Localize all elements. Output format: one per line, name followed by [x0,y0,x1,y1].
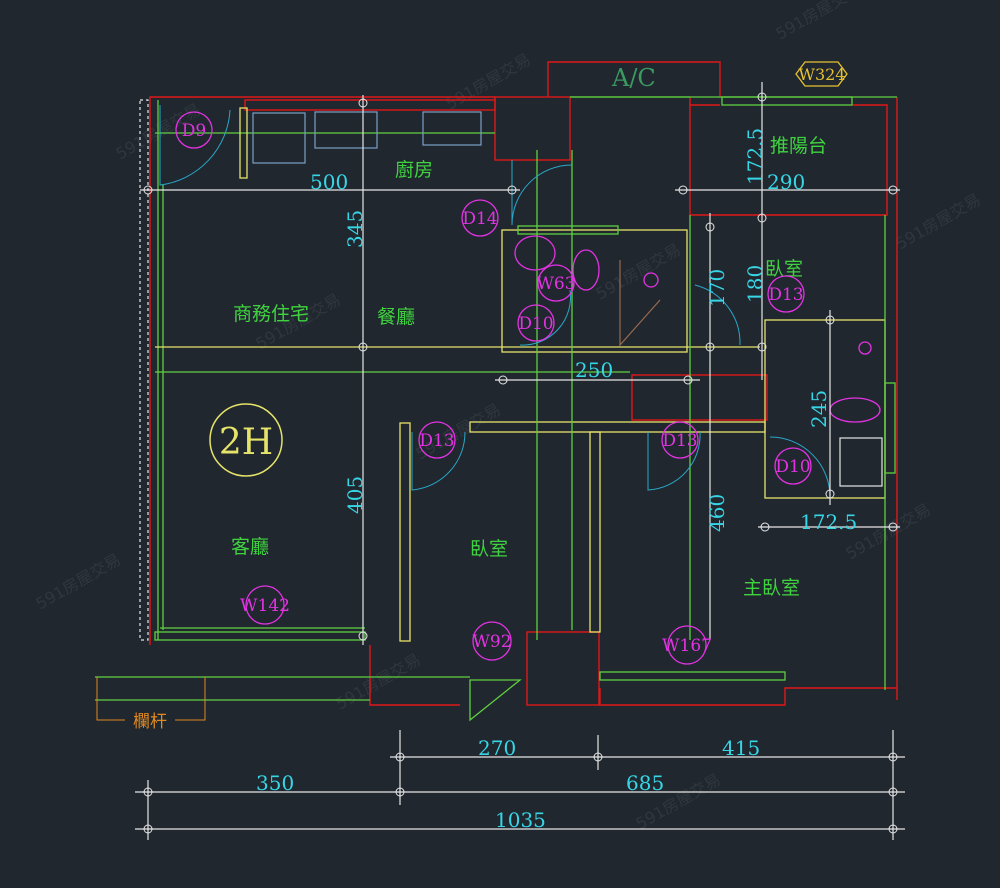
door-window-tags: W324 D9 D14 W63 D10 D13 D13 D13 D10 W142… [175,61,848,665]
dim-172-5: 172.5 [743,128,767,185]
washbasin-icon [514,235,556,271]
shower-icon [858,341,872,355]
tag-d9: D9 [182,121,206,141]
walls [95,61,898,721]
dim-172-5: 172.5 [800,510,857,534]
tag-w167: W167 [662,636,712,656]
tag-d10: D10 [518,314,553,334]
door-swing-icon [159,105,231,186]
tag-w63: W63 [536,274,575,294]
ac-label: A/C [611,64,656,92]
watermark: 591房屋交易 [333,650,424,714]
dimension-lines [135,82,905,840]
dim-685: 685 [626,771,664,795]
room-label-living: 客廳 [231,536,269,558]
dim-250: 250 [575,358,613,382]
watermark: 591房屋交易 [593,240,684,304]
unit-label: 2H [219,422,273,463]
dim-500: 500 [310,170,348,194]
fixtures [159,105,883,722]
sink-icon [314,111,378,149]
railing-label: 欄杆 [133,712,167,732]
dim-350: 350 [256,771,294,795]
dim-345: 345 [343,210,367,248]
washbasin-icon [839,437,883,487]
fridge-icon [252,112,306,164]
room-label-balcony: 推陽台 [770,135,827,157]
tag-d14: D14 [462,209,497,229]
dim-180: 180 [743,265,767,303]
dim-170: 170 [705,269,729,307]
watermark: 591房屋交易 [773,0,864,43]
room-label-kitchen: 廚房 [395,158,433,181]
tag-d13: D13 [419,431,454,451]
tag-d13: D13 [662,431,697,451]
shower-icon [643,272,659,288]
dim-290: 290 [767,170,805,194]
room-label-master-bedroom: 主臥室 [743,577,800,599]
watermark: 591房屋交易 [443,50,534,114]
watermarks: 591房屋交易 591房屋交易 591房屋交易 591房屋交易 591房屋交易 … [33,0,984,833]
dimension-labels: 500 345 172.5 290 170 180 250 245 405 46… [256,128,857,832]
room-label-business: 商務住宅 [233,303,309,325]
dim-460: 460 [705,494,729,532]
dim-415: 415 [722,736,760,760]
watermark: 591房屋交易 [893,190,984,254]
toilet-icon [572,249,600,291]
toilet-icon [829,397,881,423]
room-label-dining: 餐廳 [377,306,415,328]
dim-1035: 1035 [495,808,546,832]
tag-w92: W92 [472,632,511,652]
stove-icon [422,111,482,146]
tag-d10: D10 [775,457,810,477]
dim-245: 245 [807,390,831,428]
dim-270: 270 [478,736,516,760]
unit-marker [209,403,283,477]
tag-d13: D13 [768,285,803,305]
tag-w324: W324 [799,65,846,84]
room-label-bedroom-ne: 臥室 [765,258,803,280]
window-tag-hexagon [795,61,848,87]
dim-405: 405 [343,476,367,514]
watermark: 591房屋交易 [33,550,124,614]
room-label-bedroom: 臥室 [470,538,508,560]
tag-w142: W142 [240,596,290,616]
